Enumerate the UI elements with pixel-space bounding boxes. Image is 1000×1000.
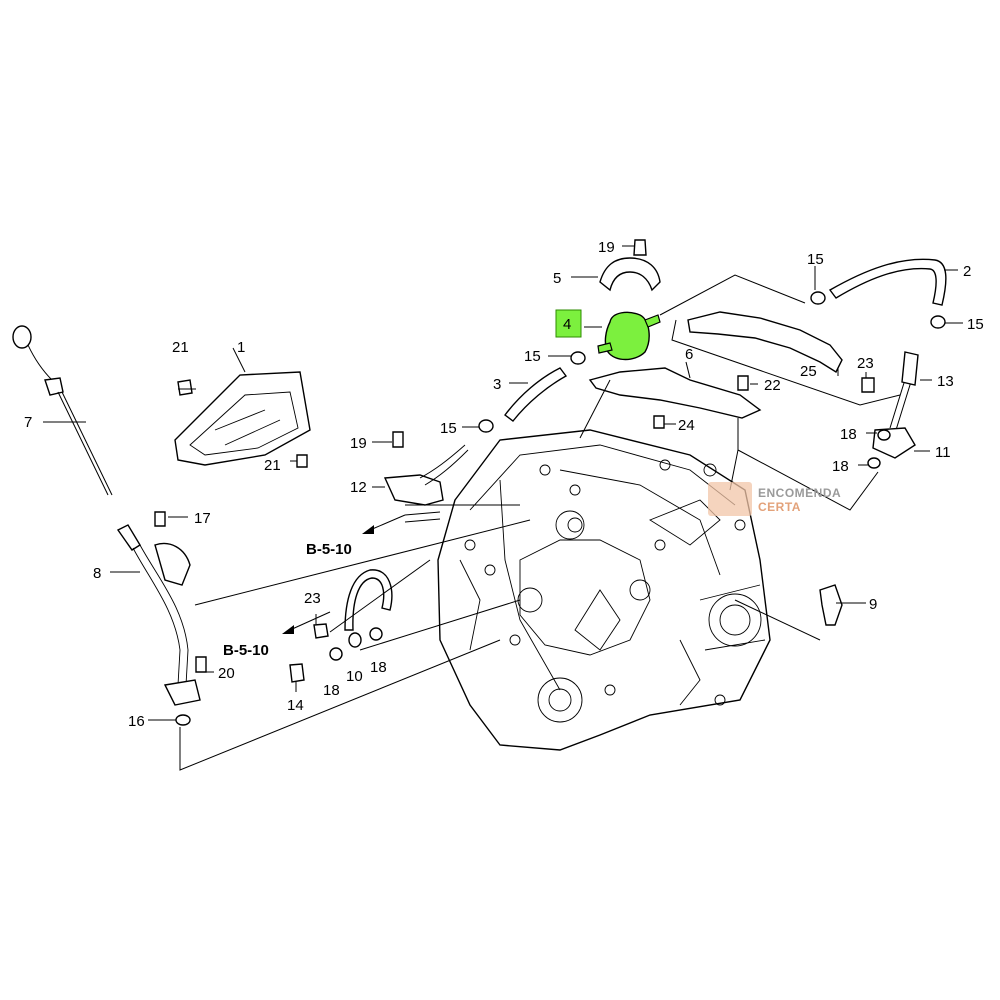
callout-21-bottom: 21 [264, 457, 281, 474]
callout-15-c: 15 [807, 251, 824, 268]
callout-1: 1 [237, 339, 245, 356]
callout-15-d: 15 [967, 316, 984, 333]
callout-20: 20 [218, 665, 235, 682]
callout-10: 10 [346, 668, 363, 685]
watermark-line-2: CERTA [758, 500, 801, 514]
callout-21-top: 21 [172, 339, 189, 356]
part-8-tube [116, 524, 201, 706]
callout-23-left: 23 [304, 590, 321, 607]
callout-3: 3 [493, 376, 501, 393]
callout-12: 12 [350, 479, 367, 496]
part-9-sensor [819, 584, 843, 626]
callout-18-b: 18 [370, 659, 387, 676]
part-6-bracket [588, 367, 762, 419]
callout-labels: 4 19 5 15 3 6 22 24 15 19 12 1 21 21 7 1… [24, 239, 984, 730]
callout-18-c: 18 [840, 426, 857, 443]
callout-11: 11 [935, 444, 951, 461]
part-12-pipes [383, 444, 469, 523]
part-1-cover [174, 371, 311, 466]
part-4-filter [597, 311, 661, 361]
part-3-hose [504, 367, 568, 422]
callout-13: 13 [937, 373, 954, 390]
part-13-11-sensor [872, 351, 919, 459]
part-7-dipstick [12, 325, 113, 496]
callout-8: 8 [93, 565, 101, 582]
callout-6: 6 [685, 346, 693, 363]
watermark-logo-icon [708, 482, 752, 516]
callout-9: 9 [869, 596, 877, 613]
callout-7: 7 [24, 414, 32, 431]
hardware-bolts [154, 239, 946, 726]
callout-19-mid: 19 [350, 435, 367, 452]
callout-5: 5 [553, 270, 561, 287]
callout-24: 24 [678, 417, 695, 434]
callout-15-a: 15 [524, 348, 541, 365]
part-5-bracket [599, 257, 661, 292]
callout-25: 25 [800, 363, 817, 380]
callout-18-a: 18 [323, 682, 340, 699]
transmission-housing [437, 429, 771, 751]
callout-19-top: 19 [598, 239, 615, 256]
callout-15-b: 15 [440, 420, 457, 437]
leader-lines [43, 245, 963, 771]
part-2-hose [828, 258, 947, 306]
watermark-line-1: ENCOMENDA [758, 486, 841, 500]
callout-4: 4 [563, 316, 571, 333]
callout-22: 22 [764, 377, 781, 394]
reference-b-5-10-lower: B-5-10 [223, 642, 269, 659]
callout-2: 2 [963, 263, 971, 280]
highlight-box-part-4 [555, 309, 582, 338]
callout-16: 16 [128, 713, 145, 730]
callout-17: 17 [194, 510, 211, 527]
reference-b-5-10-upper: B-5-10 [306, 541, 352, 558]
callout-14: 14 [287, 697, 304, 714]
part-10-pipe [344, 569, 393, 631]
part-25-bracket [687, 311, 843, 374]
watermark: ENCOMENDA CERTA [708, 482, 841, 516]
callout-18-d: 18 [832, 458, 849, 475]
callout-23-right: 23 [857, 355, 874, 372]
